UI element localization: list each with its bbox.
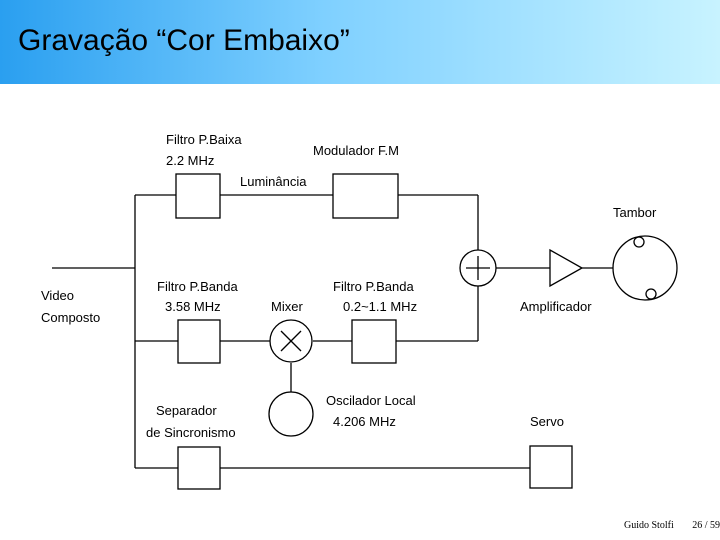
luminance-label: Luminância <box>240 174 307 189</box>
fm-modulator-label: Modulador F.M <box>313 143 399 158</box>
slide-title: Gravação “Cor Embaixo” <box>18 24 350 57</box>
bandpass-filter-2-label: Filtro P.Banda <box>333 279 414 294</box>
lowpass-filter-label: Filtro P.Baixa <box>166 132 242 147</box>
drum-head-bottom <box>645 288 657 300</box>
local-oscillator-circle <box>268 391 314 437</box>
mixer-label: Mixer <box>271 299 303 314</box>
footer-author: Guido Stolfi <box>624 520 674 531</box>
bandpass-filter-1-label: Filtro P.Banda <box>157 279 238 294</box>
servo-label: Servo <box>530 414 564 429</box>
input-label-2: Composto <box>41 310 100 325</box>
bandpass-filter-2-block <box>351 319 397 364</box>
sync-separator-label-2: de Sincronismo <box>146 425 236 440</box>
sync-separator-label-1: Separador <box>156 403 217 418</box>
mixer-circle <box>269 319 313 363</box>
fm-modulator-block <box>332 173 399 219</box>
lowpass-filter-block <box>175 173 221 219</box>
amplifier-label: Amplificador <box>520 299 592 314</box>
local-oscillator-label: Oscilador Local <box>326 393 416 408</box>
adder-circle <box>459 249 497 287</box>
lowpass-filter-freq: 2.2 MHz <box>166 153 214 168</box>
title-bar <box>0 0 720 84</box>
bandpass-filter-1-block <box>177 319 221 364</box>
footer-page-number: 26 / 59 <box>692 520 720 531</box>
servo-block <box>529 445 573 489</box>
bandpass-filter-1-freq: 3.58 MHz <box>165 299 221 314</box>
footer: Guido Stolfi 26 / 59 <box>624 520 720 531</box>
bandpass-filter-2-freq: 0.2~1.1 MHz <box>343 299 417 314</box>
drum-label: Tambor <box>613 205 657 220</box>
drum-circle <box>612 235 678 301</box>
amplifier-triangle <box>549 248 584 288</box>
mixer-cross-2 <box>280 330 302 352</box>
sync-separator-block <box>177 446 221 490</box>
drum-head-top <box>633 236 645 248</box>
local-oscillator-freq: 4.206 MHz <box>333 414 396 429</box>
input-label-1: Video <box>41 288 74 303</box>
